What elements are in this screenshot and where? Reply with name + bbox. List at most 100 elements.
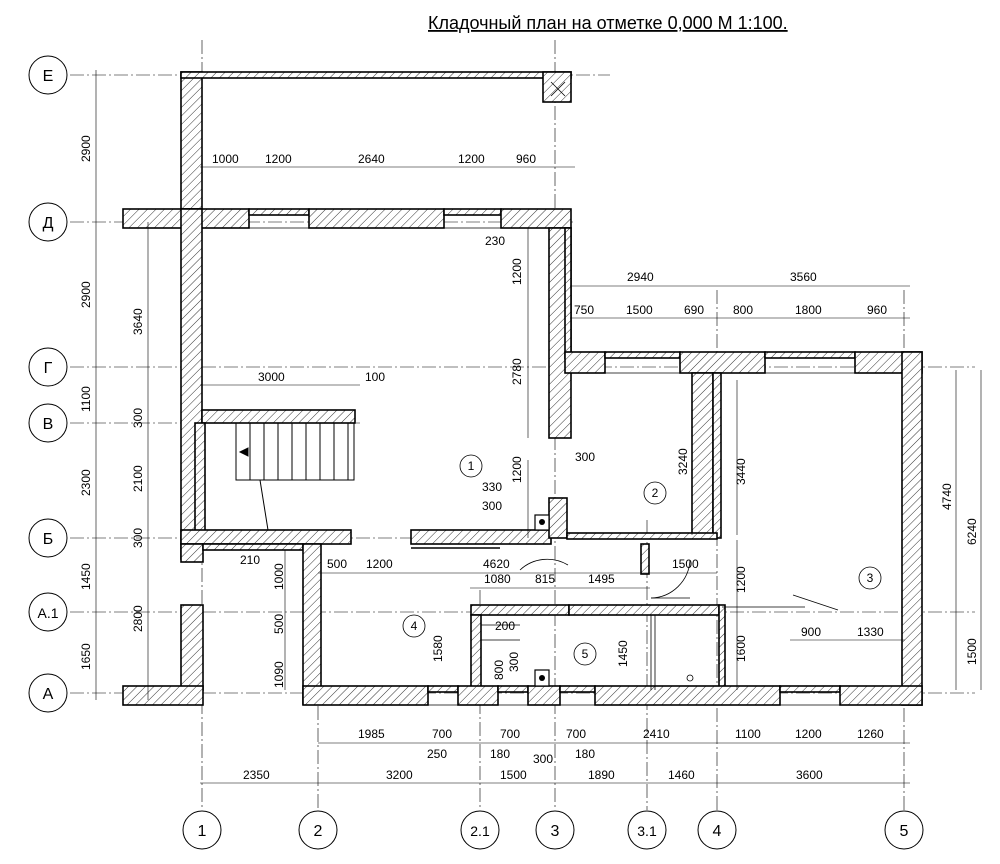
room-number: 5 <box>582 647 589 661</box>
axis-label: 5 <box>900 823 909 840</box>
dim-label: 1200 <box>510 456 524 483</box>
dim-label: 3600 <box>796 768 823 782</box>
dim-label: 1580 <box>431 635 445 662</box>
dim-label: 1500 <box>672 557 699 571</box>
dim-label: 1000 <box>212 152 239 166</box>
dim-label: 300 <box>507 652 521 672</box>
dim-label: 200 <box>495 619 515 633</box>
dim-label: 700 <box>500 727 520 741</box>
room-markers <box>402 454 882 666</box>
dim-label: 800 <box>492 660 506 680</box>
dim-label: 2640 <box>358 152 385 166</box>
axis-label: Е <box>43 68 54 85</box>
dim-label: 100 <box>365 370 385 384</box>
openings <box>249 81 855 706</box>
col-axis-bubbles <box>182 810 924 850</box>
dim-label: 1500 <box>965 638 979 665</box>
room-number: 2 <box>652 486 659 500</box>
room-number: 1 <box>468 459 475 473</box>
dim-label: 3560 <box>790 270 817 284</box>
dim-label: 1500 <box>500 768 527 782</box>
dim-label: 1500 <box>626 303 653 317</box>
axis-label: 3 <box>551 823 560 840</box>
plan-title: Кладочный план на отметке 0,000 М 1:100. <box>428 13 788 33</box>
room-number: 3 <box>867 571 874 585</box>
axis-label: Г <box>44 360 53 377</box>
dim-label: 230 <box>485 234 505 248</box>
dim-label: 1495 <box>588 572 615 586</box>
dim-label: 3000 <box>258 370 285 384</box>
dim-label: 1200 <box>734 566 748 593</box>
dim-label: 210 <box>240 553 260 567</box>
row-axis-bubbles <box>28 55 68 713</box>
dim-label: 3440 <box>734 458 748 485</box>
dim-label: 1800 <box>795 303 822 317</box>
walls <box>122 71 923 706</box>
dim-label: 1650 <box>79 643 93 670</box>
dims-top-g: 2940 3560 750 1500 690 800 1800 960 <box>574 270 887 317</box>
dim-label: 1200 <box>795 727 822 741</box>
dim-label: 690 <box>684 303 704 317</box>
dim-label: 2410 <box>643 727 670 741</box>
dim-label: 4740 <box>940 483 954 510</box>
dim-label: 300 <box>131 408 145 428</box>
dim-label: 800 <box>733 303 753 317</box>
dims-interior: 3000 100 230 1200 2780 1200 300 330 300 … <box>240 234 884 688</box>
dims-top-d: 1000 1200 2640 1200 960 <box>212 152 536 166</box>
dim-label: 2900 <box>79 135 93 162</box>
dim-label: 3640 <box>131 308 145 335</box>
dim-label: 1080 <box>484 572 511 586</box>
dims-right: 4740 6240 1500 <box>940 483 979 665</box>
dim-label: 1890 <box>588 768 615 782</box>
dims-left-outer: 2900 2900 1100 2300 1450 1650 <box>79 135 93 670</box>
axis-label: Д <box>43 215 54 232</box>
dim-label: 815 <box>535 572 555 586</box>
dim-label: 900 <box>801 625 821 639</box>
dim-label: 1600 <box>734 635 748 662</box>
dim-label: 2940 <box>627 270 654 284</box>
dim-label: 4620 <box>483 557 510 571</box>
dim-label: 960 <box>516 152 536 166</box>
row-axis-labels: Е Д Г В Б А.1 А <box>37 68 58 703</box>
axis-label: 4 <box>713 823 722 840</box>
dim-label: 1985 <box>358 727 385 741</box>
staircase <box>235 422 355 531</box>
axis-label: 2.1 <box>470 823 490 839</box>
dim-label: 1450 <box>616 640 630 667</box>
dim-label: 180 <box>490 747 510 761</box>
dim-label: 2100 <box>131 465 145 492</box>
dim-label: 1100 <box>735 727 761 741</box>
dim-label: 1090 <box>272 661 286 688</box>
axis-label: А.1 <box>37 605 58 621</box>
axis-label: 2 <box>314 823 323 840</box>
dim-label: 3240 <box>676 448 690 475</box>
dim-label: 1460 <box>668 768 695 782</box>
dim-label: 1450 <box>79 563 93 590</box>
axis-label: А <box>43 686 54 703</box>
dims-bottom: 1985 700 700 700 2410 1100 1200 1260 250… <box>243 727 884 782</box>
dim-label: 300 <box>482 499 502 513</box>
dim-label: 300 <box>575 450 595 464</box>
dim-label: 330 <box>482 480 502 494</box>
dim-label: 500 <box>272 614 286 634</box>
room-labels: 1 2 3 4 5 <box>411 459 874 661</box>
dim-label: 3200 <box>386 768 413 782</box>
dim-label: 1260 <box>857 727 884 741</box>
axis-label: 3.1 <box>637 823 657 839</box>
dim-label: 180 <box>575 747 595 761</box>
dim-label: 1000 <box>272 563 286 590</box>
dim-label: 2300 <box>79 469 93 496</box>
dim-label: 1200 <box>510 258 524 285</box>
dim-label: 700 <box>432 727 452 741</box>
dim-label: 500 <box>327 557 347 571</box>
dim-label: 1200 <box>458 152 485 166</box>
dim-label: 700 <box>566 727 586 741</box>
dim-label: 2780 <box>510 358 524 385</box>
dim-label: 2350 <box>243 768 270 782</box>
dim-label: 250 <box>427 747 447 761</box>
dim-label: 2800 <box>131 605 145 632</box>
dim-label: 300 <box>131 528 145 548</box>
dim-label: 6240 <box>965 518 979 545</box>
dim-label: 750 <box>574 303 594 317</box>
dim-label: 1200 <box>265 152 292 166</box>
